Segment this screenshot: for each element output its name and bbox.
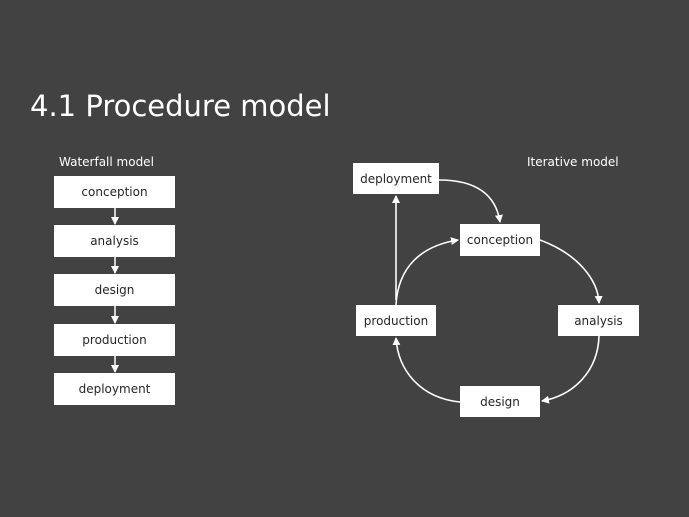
arrow-deployment-to-conception — [438, 179, 503, 223]
waterfall-step-conception: conception — [54, 176, 175, 208]
waterfall-step-design: design — [54, 274, 175, 306]
waterfall-step-analysis: analysis — [54, 225, 175, 257]
arrow-production-to-conception — [395, 237, 459, 306]
slide-title: 4.1 Procedure model — [30, 89, 331, 123]
iterative-step-conception: conception — [460, 224, 540, 256]
arrow-design-to-production — [392, 337, 461, 403]
waterfall-step-deployment: deployment — [54, 373, 175, 405]
iterative-step-deployment: deployment — [353, 163, 439, 194]
iterative-model-label: Iterative model — [527, 155, 619, 169]
iterative-arrows — [392, 179, 603, 404]
arrow-analysis-to-design — [541, 335, 600, 404]
iterative-step-analysis: analysis — [558, 305, 639, 336]
iterative-step-production: production — [356, 305, 436, 336]
iterative-step-design: design — [460, 386, 540, 417]
waterfall-model-label: Waterfall model — [59, 155, 154, 169]
waterfall-step-production: production — [54, 324, 175, 356]
arrow-conception-to-analysis — [539, 239, 603, 304]
